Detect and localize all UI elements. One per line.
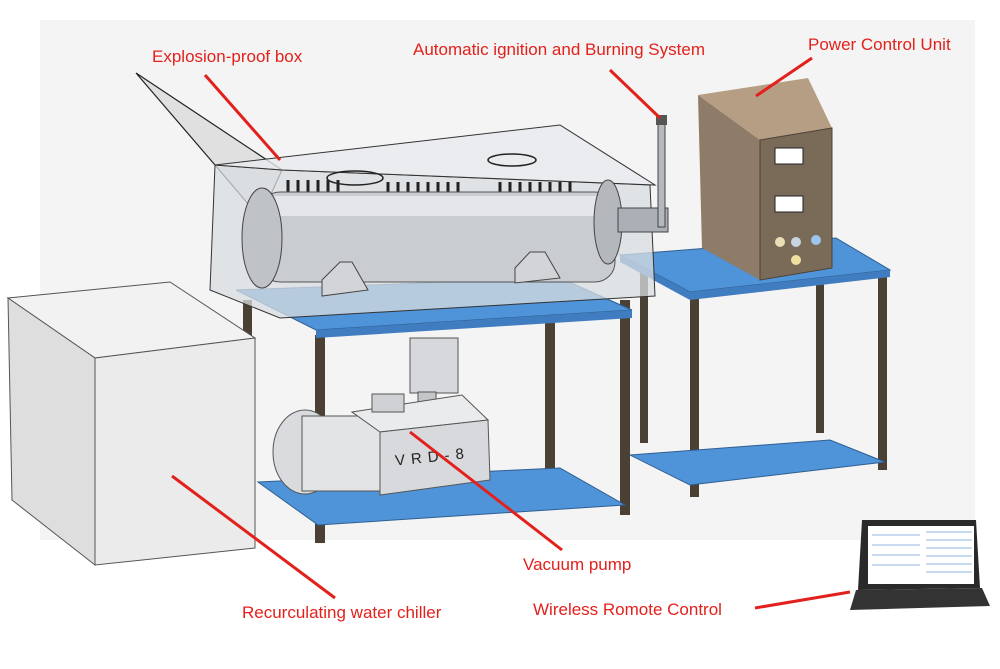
label-vacuum-pump: Vacuum pump [523, 555, 632, 574]
vacuum-pump: VRD-8 [272, 337, 491, 496]
tube-flange-left [241, 187, 283, 289]
knob-2 [791, 237, 801, 247]
knob-3 [811, 235, 821, 245]
leader-chiller [171, 474, 336, 600]
laptop-screen-chart [872, 531, 972, 573]
display-bottom [774, 195, 804, 213]
label-explosion-proof-box: Explosion-proof box [152, 47, 303, 66]
power-control-cabinet [698, 78, 833, 281]
tube-support-right [514, 251, 561, 284]
label-water-chiller: Recurculating water chiller [242, 603, 442, 622]
ignition-rod [656, 115, 667, 228]
label-ignition-system: Automatic ignition and Burning System [413, 40, 705, 59]
laptop-keyboard [850, 588, 990, 610]
leader-lines [171, 56, 851, 610]
leader-ignition [608, 68, 662, 120]
knob-4 [791, 255, 801, 265]
leader-vacuum [409, 430, 563, 552]
top-port-left [326, 170, 384, 186]
label-power-control-unit: Power Control Unit [808, 35, 951, 54]
laptop [850, 520, 990, 610]
knob-1 [775, 237, 785, 247]
leader-power [755, 56, 813, 98]
leader-wireless [754, 590, 851, 610]
tube-support-left [321, 261, 369, 297]
furnace-tube [241, 179, 669, 297]
display-top [774, 147, 804, 165]
label-wireless-remote: Wireless Romote Control [533, 600, 722, 619]
water-chiller [6, 281, 257, 567]
top-port-right [487, 153, 537, 167]
leader-explosion-box [203, 74, 282, 161]
